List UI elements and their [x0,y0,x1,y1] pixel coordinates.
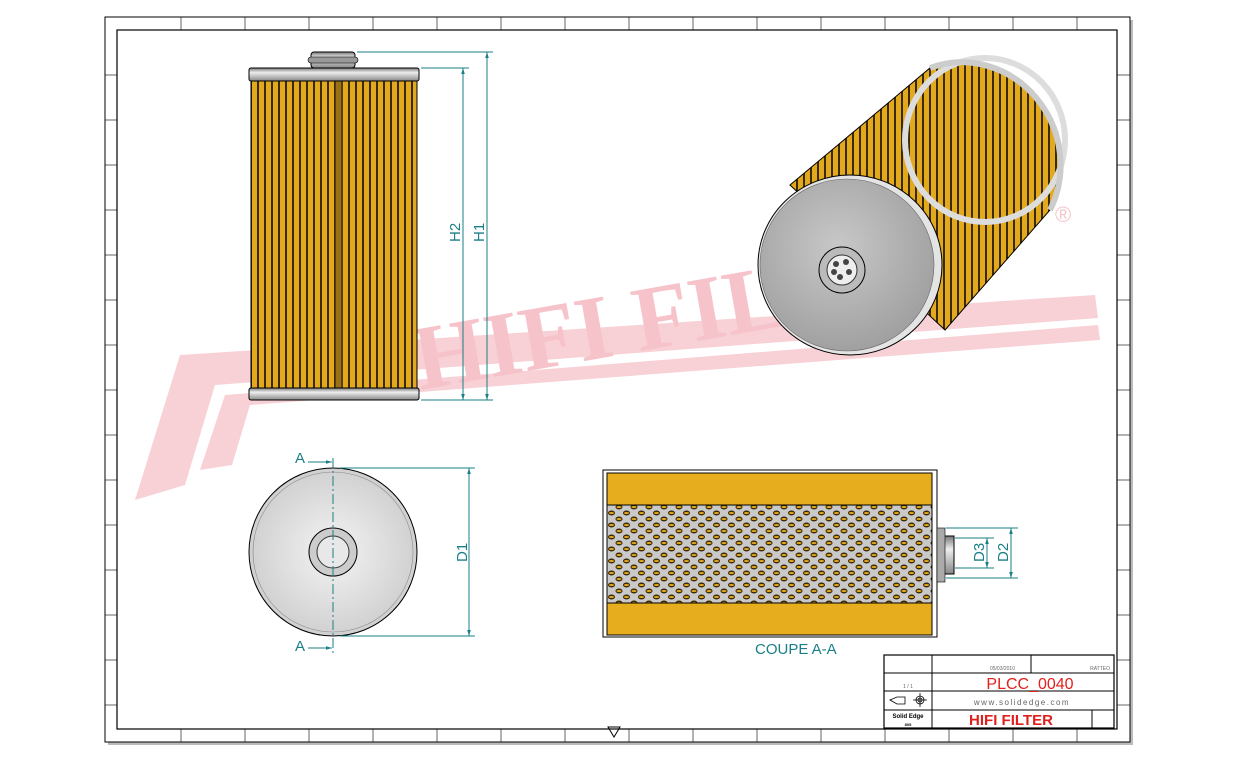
d1-dimension [340,467,475,637]
dim-h2-label: H2 [447,223,464,242]
watermark-registered-mark: ® [1055,202,1071,227]
projection-symbol-icon [889,693,927,707]
section-marker-top: A [295,450,305,467]
scale-value: 1 / 1 [903,684,913,690]
d2-d3-dimensions [946,527,1018,579]
website-text: www.solidedge.com [973,698,1070,707]
part-number: PLCC_0040 [986,676,1073,693]
section-label: COUPE A-A [755,641,837,658]
isometric-view [757,55,1068,356]
height-dimensions [357,51,493,401]
section-marker-bottom: A [295,638,305,655]
drawing-frame [116,29,1118,730]
designer-value: RATTEO [1090,666,1110,672]
zone-ticks [105,17,1130,742]
end-view [248,458,418,655]
dim-d2-label: D2 [995,543,1012,562]
software-name: Solid Edge [892,714,924,720]
center-mark-icon [607,726,621,738]
dim-h1-label: H1 [471,223,488,242]
date-value: 05/03/2010 [990,666,1015,672]
front-view [248,51,420,401]
section-view [602,469,955,638]
title-block [883,654,1115,729]
software-version: 805 [905,722,912,727]
brand-name: HIFI FILTER [969,712,1053,729]
dim-d1-label: D1 [454,543,471,562]
dim-d3-label: D3 [971,543,988,562]
